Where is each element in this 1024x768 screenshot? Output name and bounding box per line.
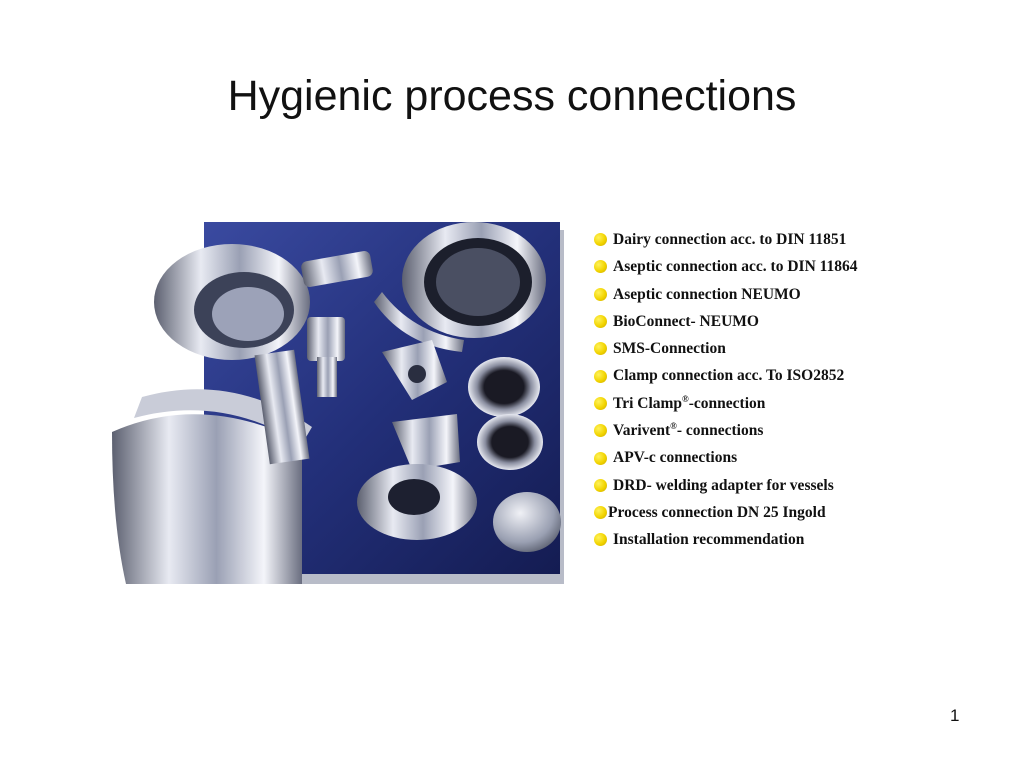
product-photo [112,222,564,584]
list-item-text: DRD- welding adapter for vessels [613,476,834,494]
list-item: BioConnect- NEUMO [594,308,858,335]
bullet-dot-icon [594,315,607,329]
list-item: Aseptic connection acc. to DIN 11864 [594,253,858,280]
list-item-text: Tri Clamp®-connection [613,393,766,412]
bullet-dot-icon [594,233,607,247]
connection-list: Dairy connection acc. to DIN 11851 Asept… [594,226,858,554]
bullet-dot-icon [594,506,607,520]
list-item-text: Aseptic connection NEUMO [613,285,801,303]
bullet-dot-icon [594,342,607,356]
list-item: Dairy connection acc. to DIN 11851 [594,226,858,253]
bullet-dot-icon [594,287,607,301]
list-item: DRD- welding adapter for vessels [594,472,858,499]
page-number: 1 [950,706,960,725]
stainless-fittings-illustration [112,222,564,584]
list-item: SMS-Connection [594,335,858,362]
list-item: Varivent®- connections [594,417,858,444]
bullet-dot-icon [594,533,607,547]
list-item-text: BioConnect- NEUMO [613,312,759,330]
list-item: APV-c connections [594,444,858,471]
list-item-text: Installation recommendation [613,531,805,549]
list-item-text: Clamp connection acc. To ISO2852 [613,367,845,385]
list-item-text: Aseptic connection acc. to DIN 11864 [613,258,858,276]
bullet-dot-icon [594,478,607,492]
list-item: Clamp connection acc. To ISO2852 [594,362,858,389]
list-item-text: Varivent®- connections [613,420,764,440]
list-item-text: Dairy connection acc. to DIN 11851 [613,231,847,248]
list-item-text: Process connection DN 25 Ingold [608,503,826,521]
list-item: Process connection DN 25 Ingold [594,499,858,526]
registered-mark: ® [670,420,677,431]
bullet-dot-icon [594,424,607,438]
list-item-text: APV-c connections [613,449,738,467]
bullet-dot-icon [594,396,607,410]
list-item: Installation recommendation [594,526,858,553]
list-item: Aseptic connection NEUMO [594,281,858,308]
list-item-text: SMS-Connection [613,340,726,358]
bullet-dot-icon [594,369,607,383]
registered-mark: ® [682,393,689,404]
bullet-dot-icon [594,260,607,274]
bullet-dot-icon [594,451,607,465]
list-item: Tri Clamp®-connection [594,390,858,417]
slide-title: Hygienic process connections [227,72,797,120]
